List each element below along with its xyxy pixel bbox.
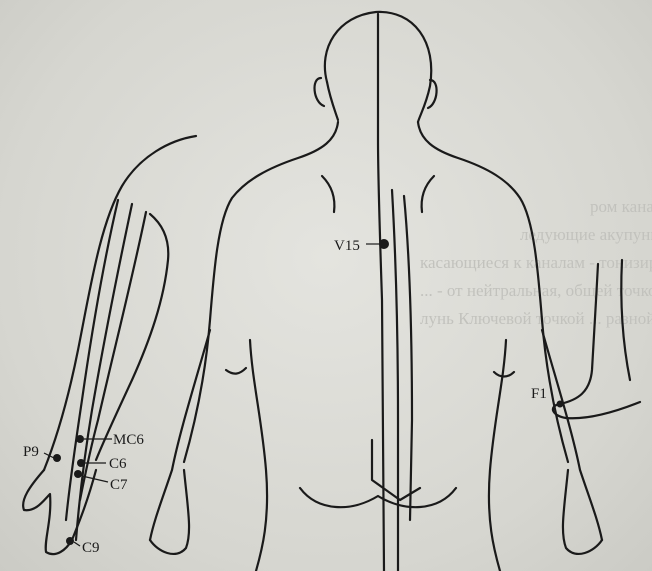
- label-p9: P9: [23, 444, 39, 460]
- left-arm-outer: [150, 330, 210, 540]
- faint-text-1: ром канал: [590, 197, 652, 216]
- label-c7: C7: [110, 477, 128, 493]
- buttocks: [300, 488, 456, 507]
- side-arm-shoulder: [44, 136, 196, 470]
- sacral-meridian-branch: [372, 440, 420, 500]
- point-c9-marker: [66, 537, 74, 545]
- label-f1: F1: [531, 386, 547, 402]
- bladder-meridian-outer: [404, 196, 412, 520]
- c9-leader: [74, 542, 80, 546]
- waist-left: [250, 340, 267, 571]
- faint-text-4: ... - от нейтральная, общей точкой: [420, 281, 652, 300]
- label-v15: V15: [334, 238, 360, 254]
- point-p9-marker: [53, 454, 61, 462]
- point-mc6-marker: [76, 435, 84, 443]
- left-ear: [315, 78, 324, 106]
- point-v15-marker: [379, 239, 389, 249]
- left-hand: [150, 470, 189, 554]
- head-chin-left: [327, 82, 338, 120]
- side-arm-meridian-1: [66, 200, 118, 520]
- point-c7-marker: [74, 470, 82, 478]
- bladder-meridian-inner: [392, 190, 398, 571]
- label-mc6: MC6: [113, 432, 144, 448]
- shoulder-blade-left: [322, 176, 334, 212]
- label-c6: C6: [109, 456, 127, 472]
- label-c9: C9: [82, 540, 100, 556]
- faint-text-5: лунь Ключевой точкой ... разной формой: [420, 309, 652, 328]
- shoulder-blade-right: [422, 176, 434, 212]
- torso-left-outline: [184, 122, 338, 462]
- point-f1-marker: [557, 401, 564, 408]
- left-elbow-crease: [226, 368, 246, 374]
- faint-text-2: ледующие акупунктурные точки входят в ка…: [520, 225, 652, 244]
- right-elbow-crease: [494, 372, 514, 377]
- point-c6-marker: [77, 459, 85, 467]
- right-hand: [563, 470, 602, 554]
